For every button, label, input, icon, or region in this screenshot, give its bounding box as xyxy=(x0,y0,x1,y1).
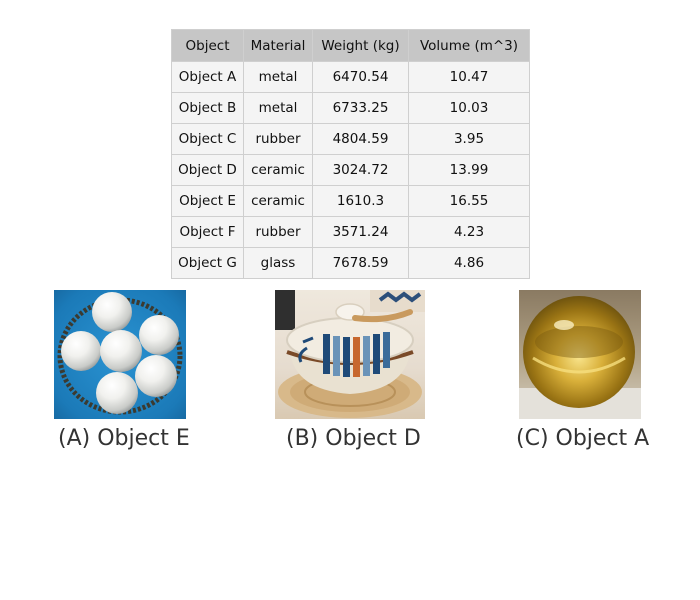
white-ceramic-spheres-photo xyxy=(54,290,186,419)
table-row: Object D ceramic 3024.72 13.99 xyxy=(171,154,530,186)
cell-object: Object D xyxy=(171,154,244,186)
ceramic-pot-photo xyxy=(275,290,425,419)
table-row: Object F rubber 3571.24 4.23 xyxy=(171,216,530,248)
cell-volume: 3.95 xyxy=(408,123,530,155)
cell-volume: 4.23 xyxy=(408,216,530,248)
cell-weight: 6470.54 xyxy=(312,61,409,93)
cell-material: glass xyxy=(243,247,313,279)
gold-metal-sphere-photo xyxy=(519,290,641,419)
caption-a: (A) Object E xyxy=(58,426,190,451)
cell-material: metal xyxy=(243,92,313,124)
table-row: Object G glass 7678.59 4.86 xyxy=(171,247,530,279)
table-row: Object B metal 6733.25 10.03 xyxy=(171,92,530,124)
cell-weight: 3571.24 xyxy=(312,216,409,248)
objects-table: Object Material Weight (kg) Volume (m^3)… xyxy=(171,29,530,279)
cell-volume: 16.55 xyxy=(408,185,530,217)
header-object: Object xyxy=(171,29,244,62)
caption-b: (B) Object D xyxy=(286,426,421,451)
ceramic-pot-icon xyxy=(275,290,425,418)
gold-metal-sphere-icon xyxy=(519,296,641,419)
table-row: Object E ceramic 1610.3 16.55 xyxy=(171,185,530,217)
cell-object: Object C xyxy=(171,123,244,155)
cell-object: Object B xyxy=(171,92,244,124)
header-volume: Volume (m^3) xyxy=(408,29,530,62)
caption-c: (C) Object A xyxy=(516,426,650,451)
cell-volume: 4.86 xyxy=(408,247,530,279)
header-weight: Weight (kg) xyxy=(312,29,409,62)
white-ceramic-spheres-icon xyxy=(57,292,183,415)
cell-material: rubber xyxy=(243,216,313,248)
cell-object: Object A xyxy=(171,61,244,93)
cell-weight: 4804.59 xyxy=(312,123,409,155)
table-header-row: Object Material Weight (kg) Volume (m^3) xyxy=(171,29,530,62)
cell-material: metal xyxy=(243,61,313,93)
cell-volume: 10.03 xyxy=(408,92,530,124)
cell-weight: 3024.72 xyxy=(312,154,409,186)
cell-weight: 1610.3 xyxy=(312,185,409,217)
cell-object: Object F xyxy=(171,216,244,248)
cell-material: ceramic xyxy=(243,185,313,217)
cell-volume: 13.99 xyxy=(408,154,530,186)
cell-weight: 6733.25 xyxy=(312,92,409,124)
table-row: Object C rubber 4804.59 3.95 xyxy=(171,123,530,155)
cell-material: rubber xyxy=(243,123,313,155)
cell-weight: 7678.59 xyxy=(312,247,409,279)
cell-object: Object G xyxy=(171,247,244,279)
cell-volume: 10.47 xyxy=(408,61,530,93)
table-row: Object A metal 6470.54 10.47 xyxy=(171,61,530,93)
header-material: Material xyxy=(243,29,313,62)
cell-material: ceramic xyxy=(243,154,313,186)
cell-object: Object E xyxy=(171,185,244,217)
